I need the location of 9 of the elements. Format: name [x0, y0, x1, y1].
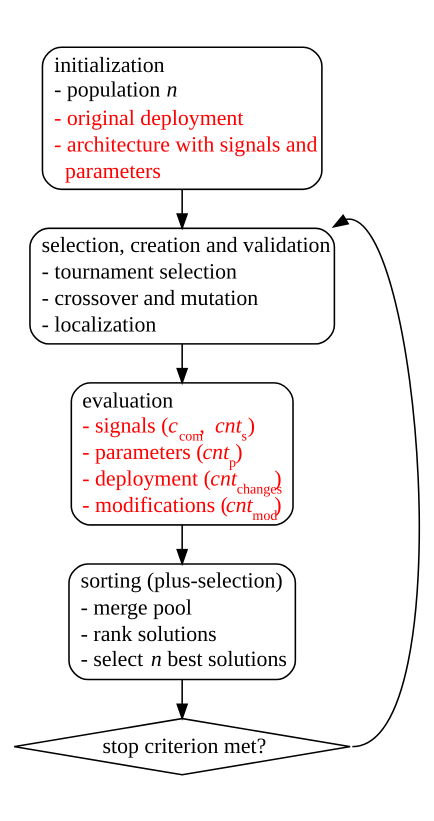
arrow [176, 679, 188, 720]
node-diamond: stop criterion met? [13, 717, 351, 776]
arrow [176, 343, 188, 385]
arrow [176, 524, 188, 566]
node-box: sorting (plus-selection) - merge pool - rank solutions - select n best solutions [68, 562, 296, 680]
arrow [176, 189, 188, 230]
node-box: initialization - population n - original deployment - architecture with signals and parameters [42, 46, 323, 190]
node-box: selection, creation and validation - tournament selection - crossover and mutation - localization [29, 227, 336, 344]
arrow [332, 214, 420, 747]
